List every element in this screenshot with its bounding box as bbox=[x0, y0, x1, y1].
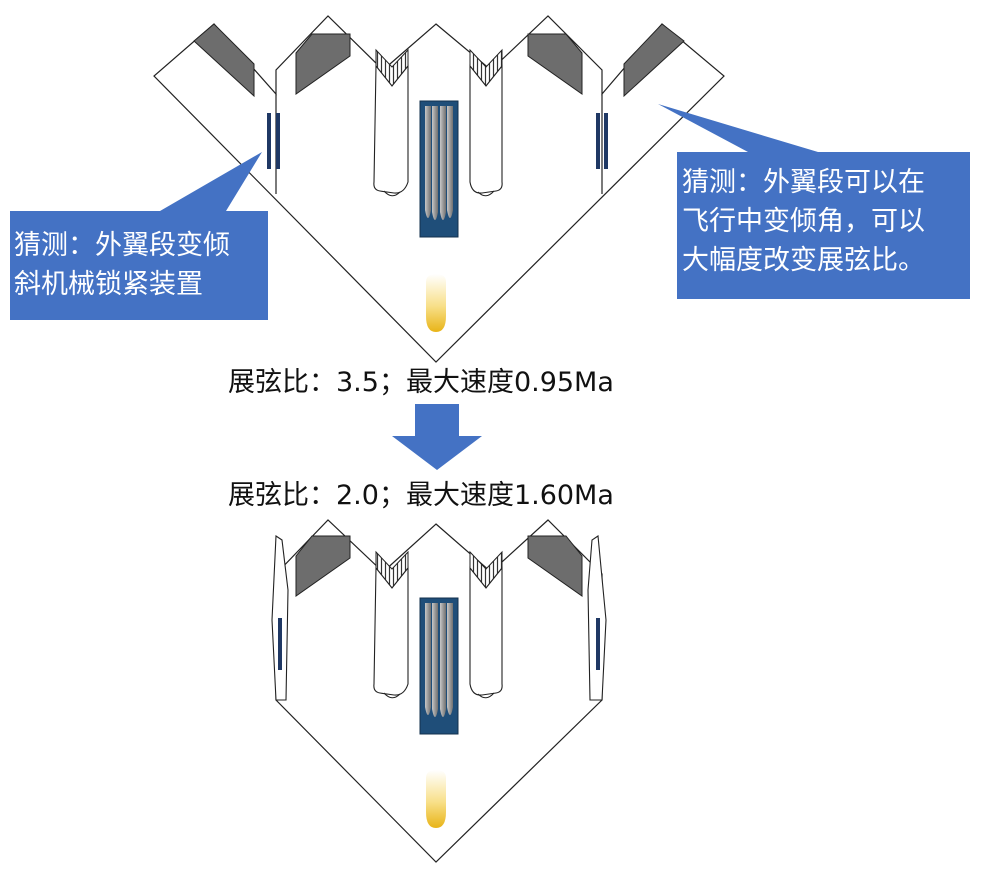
left-nacelle-bottom bbox=[373, 550, 409, 699]
weapons-bay-bottom bbox=[419, 597, 459, 735]
right-lock-mark bbox=[596, 113, 600, 169]
right-inner-flap-bottom bbox=[527, 535, 583, 597]
right-outer-flap bbox=[623, 23, 685, 98]
callout-left bbox=[10, 152, 268, 320]
bottom-spec-label: 展弦比：2.0；最大速度1.60Ma bbox=[228, 480, 614, 511]
weapons-bay-top bbox=[419, 100, 459, 238]
left-folded-lock bbox=[278, 618, 282, 670]
left-inner-flap bbox=[295, 33, 351, 95]
right-lock-mark-2 bbox=[604, 113, 608, 169]
right-folded-lock bbox=[596, 618, 600, 670]
right-nacelle-bottom bbox=[469, 550, 503, 699]
left-lock-mark bbox=[267, 113, 271, 169]
aircraft-bottom bbox=[271, 519, 607, 863]
callout-left-text: 猜测：外翼段变倾 斜机械锁紧装置 bbox=[14, 230, 230, 300]
callout-right bbox=[658, 104, 970, 299]
left-nacelle bbox=[373, 48, 409, 197]
top-spec-label: 展弦比：3.5；最大速度0.95Ma bbox=[228, 367, 614, 398]
exhaust-bottom bbox=[426, 770, 446, 828]
right-nacelle bbox=[469, 48, 503, 197]
left-lock-mark-2 bbox=[276, 113, 280, 169]
left-inner-flap-bottom bbox=[295, 535, 351, 597]
transition-arrow bbox=[392, 404, 482, 470]
callout-right-text: 猜测：外翼段可以在 飞行中变倾角，可以 大幅度改变展弦比。 bbox=[682, 167, 925, 276]
right-inner-flap bbox=[527, 33, 583, 95]
left-outer-flap bbox=[193, 23, 255, 98]
exhaust-top bbox=[426, 274, 446, 332]
callout-right-shape bbox=[658, 104, 970, 299]
callout-left-shape bbox=[10, 152, 268, 320]
aircraft-top bbox=[153, 15, 725, 363]
